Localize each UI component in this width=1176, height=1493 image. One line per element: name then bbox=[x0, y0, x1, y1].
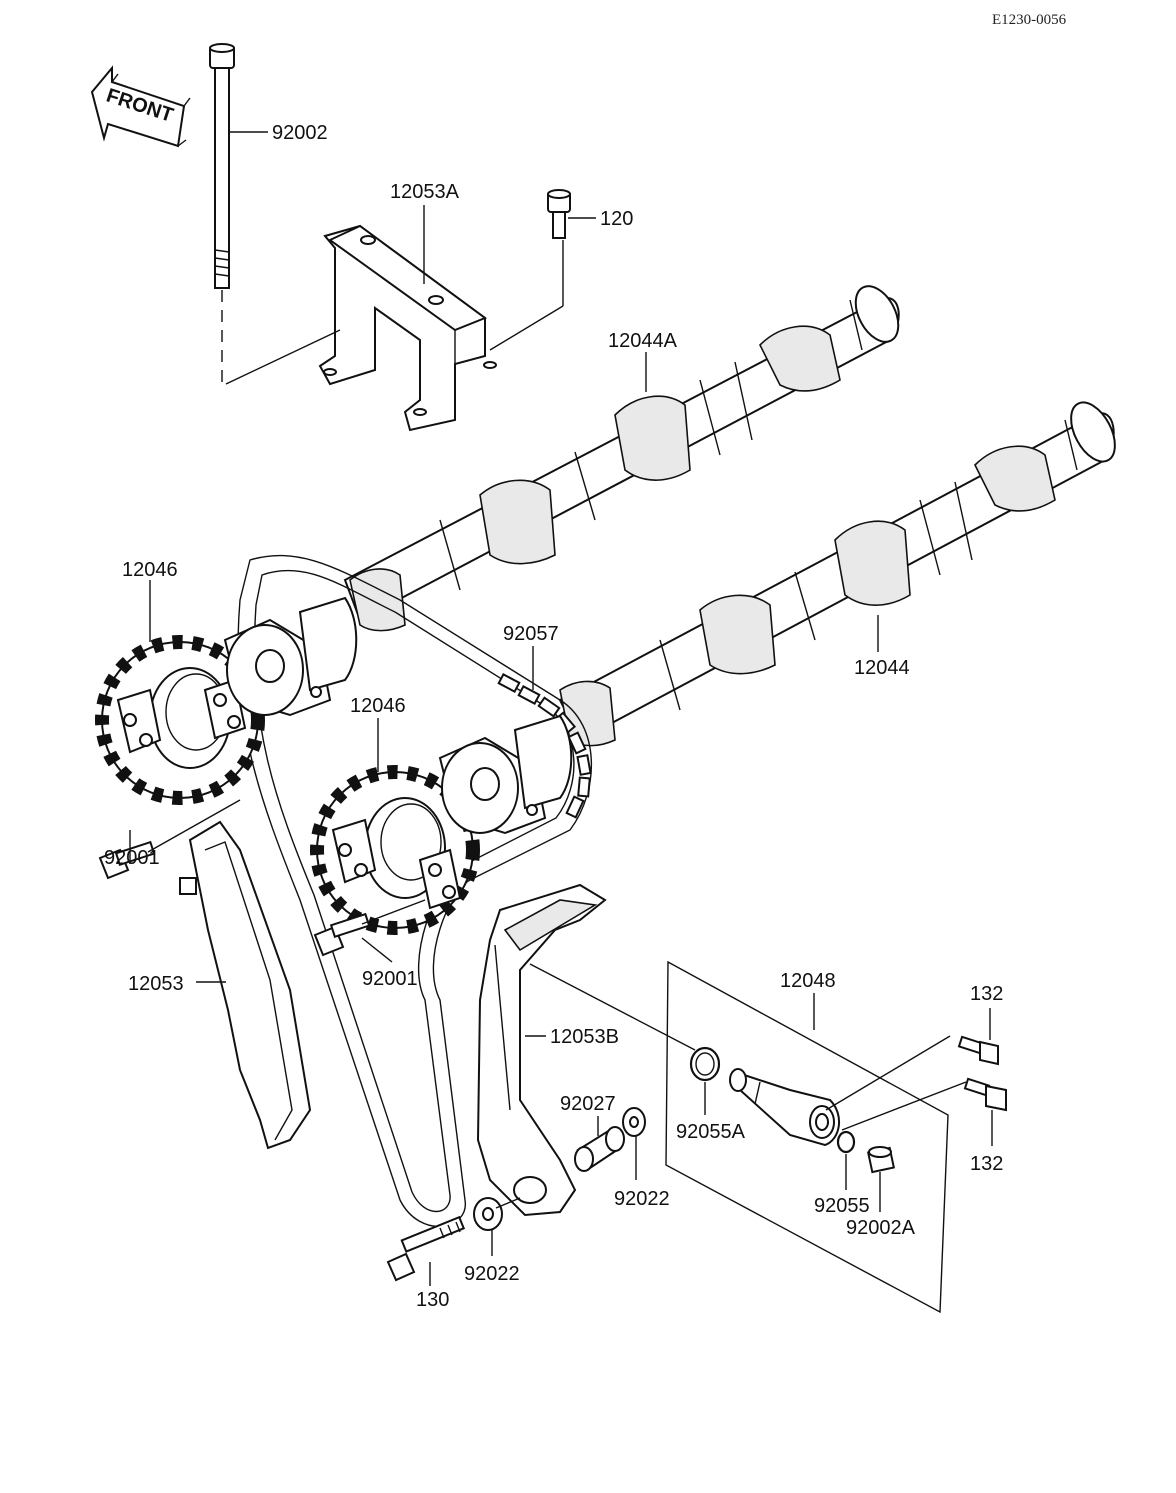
sprocket-12046-upper bbox=[95, 635, 265, 805]
tensioner-guide-12053B bbox=[476, 883, 607, 1217]
label-12053B: 12053B bbox=[550, 1026, 619, 1048]
label-92055A: 92055A bbox=[676, 1121, 746, 1143]
label-92002A: 92002A bbox=[846, 1217, 916, 1239]
washer-92022-right bbox=[622, 1107, 646, 1137]
label-92001-lower: 92001 bbox=[362, 968, 418, 990]
bolt-92002A bbox=[866, 1146, 896, 1174]
bolt-132-upper bbox=[957, 1035, 999, 1066]
washer-92022-bottom bbox=[473, 1197, 503, 1231]
chain-guide-12053 bbox=[179, 820, 312, 1150]
tensioner-assembly-12048 bbox=[665, 960, 949, 1314]
bolt-92001-lower bbox=[313, 912, 371, 957]
front-arrow-icon: FRONT bbox=[90, 65, 191, 148]
label-12044A: 12044A bbox=[608, 330, 678, 352]
cam-hub-upper bbox=[223, 596, 358, 717]
bolt-132-lower bbox=[963, 1077, 1007, 1112]
label-12046-upper: 12046 bbox=[122, 559, 178, 581]
label-12053: 12053 bbox=[128, 973, 184, 995]
bolt-130 bbox=[386, 1215, 466, 1282]
cam-hub-lower bbox=[438, 714, 573, 835]
bolt-120 bbox=[547, 189, 571, 239]
sprocket-12046-lower bbox=[310, 765, 480, 935]
tensioner-body bbox=[729, 1068, 840, 1147]
bolt-92002 bbox=[209, 43, 235, 385]
reference-code: E1230-0056 bbox=[992, 12, 1067, 28]
o-ring-92055 bbox=[836, 1130, 856, 1154]
label-132-upper: 132 bbox=[970, 983, 1003, 1005]
o-ring-92055A bbox=[689, 1046, 721, 1082]
label-92055: 92055 bbox=[814, 1195, 870, 1217]
label-120: 120 bbox=[600, 208, 633, 230]
label-12046-lower: 12046 bbox=[350, 695, 406, 717]
label-92001-upper: 92001 bbox=[104, 847, 160, 869]
label-92022-bottom: 92022 bbox=[464, 1263, 520, 1285]
chain-links-icon bbox=[497, 673, 592, 819]
label-92022-right: 92022 bbox=[614, 1188, 670, 1210]
camshaft-12044 bbox=[558, 401, 1116, 747]
label-130: 130 bbox=[416, 1289, 449, 1311]
label-12048: 12048 bbox=[780, 970, 836, 992]
camshaft-12044A bbox=[343, 285, 900, 632]
label-12053A: 12053A bbox=[390, 181, 460, 203]
label-92057: 92057 bbox=[503, 623, 559, 645]
bolt-92001-upper bbox=[98, 840, 156, 880]
label-132-lower: 132 bbox=[970, 1153, 1003, 1175]
label-92002: 92002 bbox=[272, 122, 328, 144]
collar-92027 bbox=[574, 1126, 625, 1172]
cam-chain-92057 bbox=[237, 554, 593, 1227]
camshaft-cap-12053A bbox=[318, 224, 497, 432]
label-92027: 92027 bbox=[560, 1093, 616, 1115]
label-12044: 12044 bbox=[854, 657, 910, 679]
